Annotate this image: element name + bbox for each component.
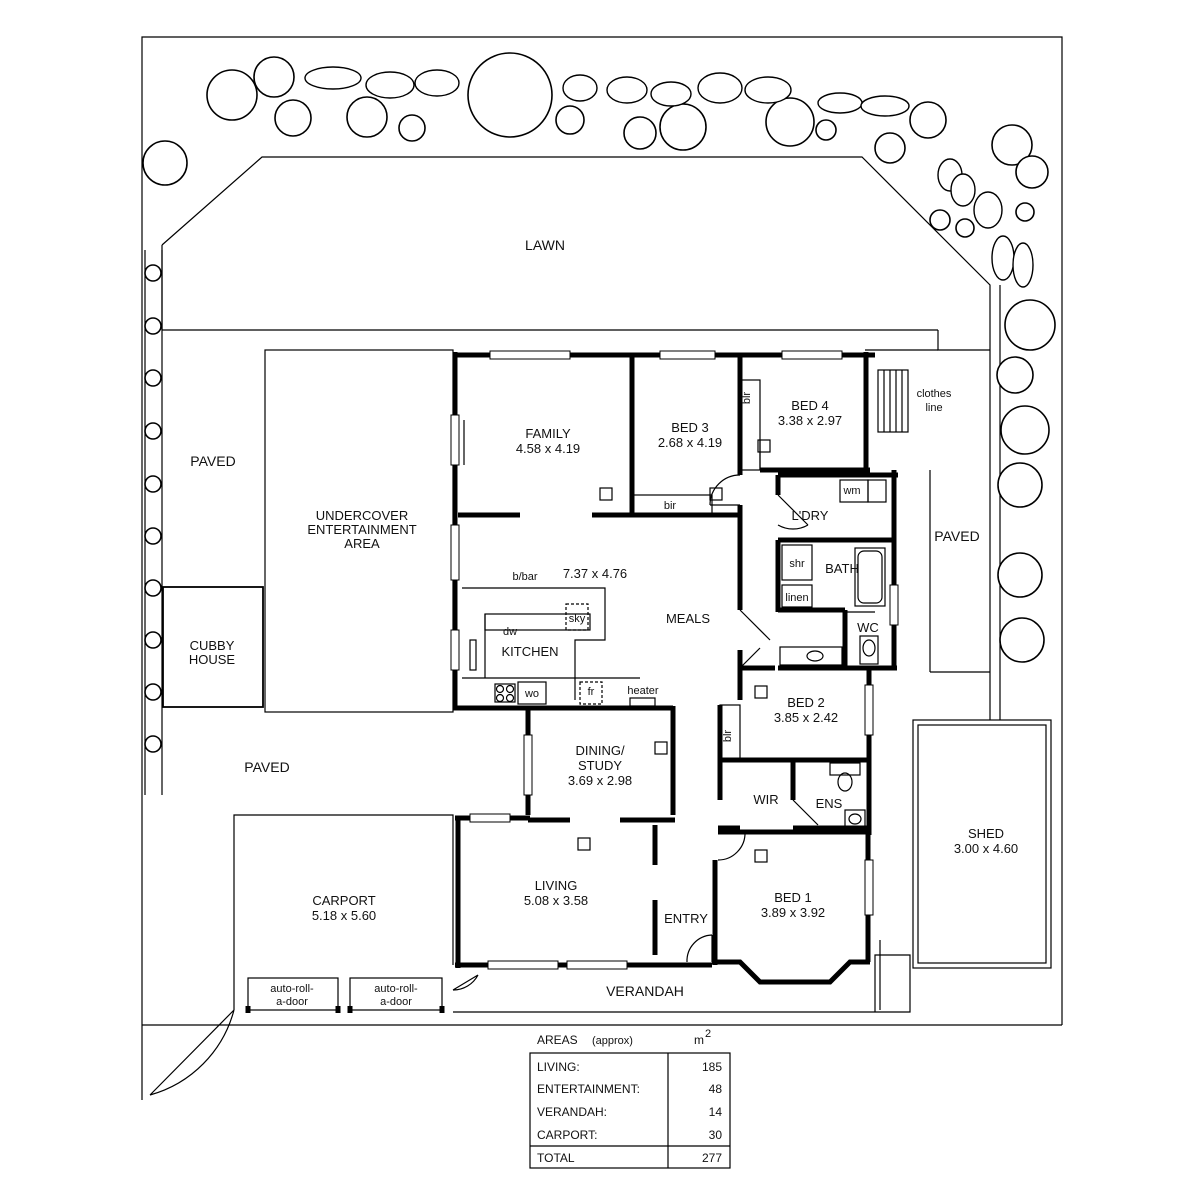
- bath-fittings: [779, 479, 887, 829]
- bed4-label: BED 4: [791, 398, 829, 413]
- cubby-house: [162, 586, 264, 708]
- bed1-dims: 3.89 x 3.92: [761, 905, 825, 920]
- dining-label-2: STUDY: [578, 758, 622, 773]
- areas-row-value: 14: [709, 1105, 723, 1119]
- wo-label: wo: [524, 688, 539, 700]
- bed2-label: BED 2: [787, 695, 825, 710]
- areas-row-label: VERANDAH:: [537, 1105, 607, 1119]
- areas-row-label: LIVING:: [537, 1060, 580, 1074]
- shr-label: shr: [789, 558, 805, 570]
- entry-label: ENTRY: [664, 911, 708, 926]
- heater-label: heater: [627, 685, 659, 697]
- shed-label: SHED: [968, 826, 1004, 841]
- garden-trees: [142, 52, 1056, 663]
- fr-label: fr: [588, 686, 595, 698]
- windows: [450, 350, 899, 970]
- bed3-dims: 2.68 x 4.19: [658, 435, 722, 450]
- laundry-label: L'DRY: [792, 508, 829, 523]
- verandah-label: VERANDAH: [606, 983, 684, 999]
- areas-table: AREAS (approx) m 2 LIVING: 185 ENTERTAIN…: [529, 1028, 731, 1169]
- wir-label: WIR: [753, 792, 778, 807]
- auto-door-1-label-1: auto-roll-: [270, 983, 314, 995]
- bed2-dims: 3.85 x 2.42: [774, 710, 838, 725]
- family-dims: 4.58 x 4.19: [516, 441, 580, 456]
- ens-label: ENS: [816, 796, 843, 811]
- meals-dims: 7.37 x 4.76: [563, 566, 627, 581]
- ceiling-vents: [577, 439, 771, 863]
- fence-shrubs: [144, 250, 163, 795]
- areas-total-value: 277: [702, 1151, 722, 1165]
- areas-unit: m: [694, 1033, 704, 1047]
- labels: LAWN PAVED PAVED PAVED clothes line VERA…: [189, 237, 1018, 1008]
- bed3-label: BED 3: [671, 420, 709, 435]
- bir-bed3-label: bir: [664, 500, 677, 512]
- wm-label: wm: [842, 485, 860, 497]
- entertainment-label-1: UNDERCOVER: [316, 508, 408, 523]
- auto-door-2-label-2: a-door: [380, 996, 412, 1008]
- cubby-label-2: HOUSE: [189, 652, 236, 667]
- entertainment-label-2: ENTERTAINMENT: [307, 522, 416, 537]
- living-label: LIVING: [535, 878, 578, 893]
- carport-label: CARPORT: [312, 893, 375, 908]
- bed1-label: BED 1: [774, 890, 812, 905]
- areas-title: AREAS: [537, 1033, 578, 1047]
- kitchen-fittings: [462, 587, 656, 707]
- cubby-label-1: CUBBY: [190, 638, 235, 653]
- bir-bed4-label: blr: [741, 392, 753, 405]
- areas-row-label: ENTERTAINMENT:: [537, 1082, 640, 1096]
- areas-row-label: CARPORT:: [537, 1128, 597, 1142]
- carport-dims: 5.18 x 5.60: [312, 908, 376, 923]
- paved-left-label: PAVED: [190, 453, 235, 469]
- shed: [912, 719, 1052, 969]
- wc-label: WC: [857, 620, 879, 635]
- carport: [233, 814, 454, 1010]
- sky-label: sky: [569, 613, 586, 625]
- shed-dims: 3.00 x 4.60: [954, 841, 1018, 856]
- lawn-boundary: [161, 156, 991, 720]
- meals-label: MEALS: [666, 611, 710, 626]
- bir-bed2-label: blr: [722, 730, 734, 743]
- areas-unit-sup: 2: [705, 1028, 711, 1040]
- auto-door-1-label-2: a-door: [276, 996, 308, 1008]
- site-boundary: [141, 36, 1063, 1100]
- living-dims: 5.08 x 3.58: [524, 893, 588, 908]
- built-in-robes: [631, 379, 761, 761]
- areas-title-note: (approx): [592, 1035, 633, 1047]
- bbar-label: b/bar: [512, 571, 537, 583]
- areas-row-value: 48: [709, 1082, 723, 1096]
- family-label: FAMILY: [525, 426, 571, 441]
- dw-label: dw: [503, 626, 517, 638]
- bath-label: BATH: [825, 561, 859, 576]
- clothes-line-label-1: clothes: [917, 388, 952, 400]
- lawn-label: LAWN: [525, 237, 565, 253]
- areas-row-value: 30: [709, 1128, 723, 1142]
- clothes-line-label-2: line: [925, 402, 942, 414]
- kitchen-label: KITCHEN: [501, 644, 558, 659]
- linen-label: linen: [785, 592, 808, 604]
- entertainment-label-3: AREA: [344, 536, 380, 551]
- auto-door-2-label-1: auto-roll-: [374, 983, 418, 995]
- clothes-line: [877, 369, 909, 433]
- bed4-dims: 3.38 x 2.97: [778, 413, 842, 428]
- dining-dims: 3.69 x 2.98: [568, 773, 632, 788]
- dining-label-1: DINING/: [575, 743, 625, 758]
- areas-total-label: TOTAL: [537, 1151, 575, 1165]
- paved-bottom-label: PAVED: [244, 759, 289, 775]
- paved-right-label: PAVED: [934, 528, 979, 544]
- areas-row-value: 185: [702, 1060, 722, 1074]
